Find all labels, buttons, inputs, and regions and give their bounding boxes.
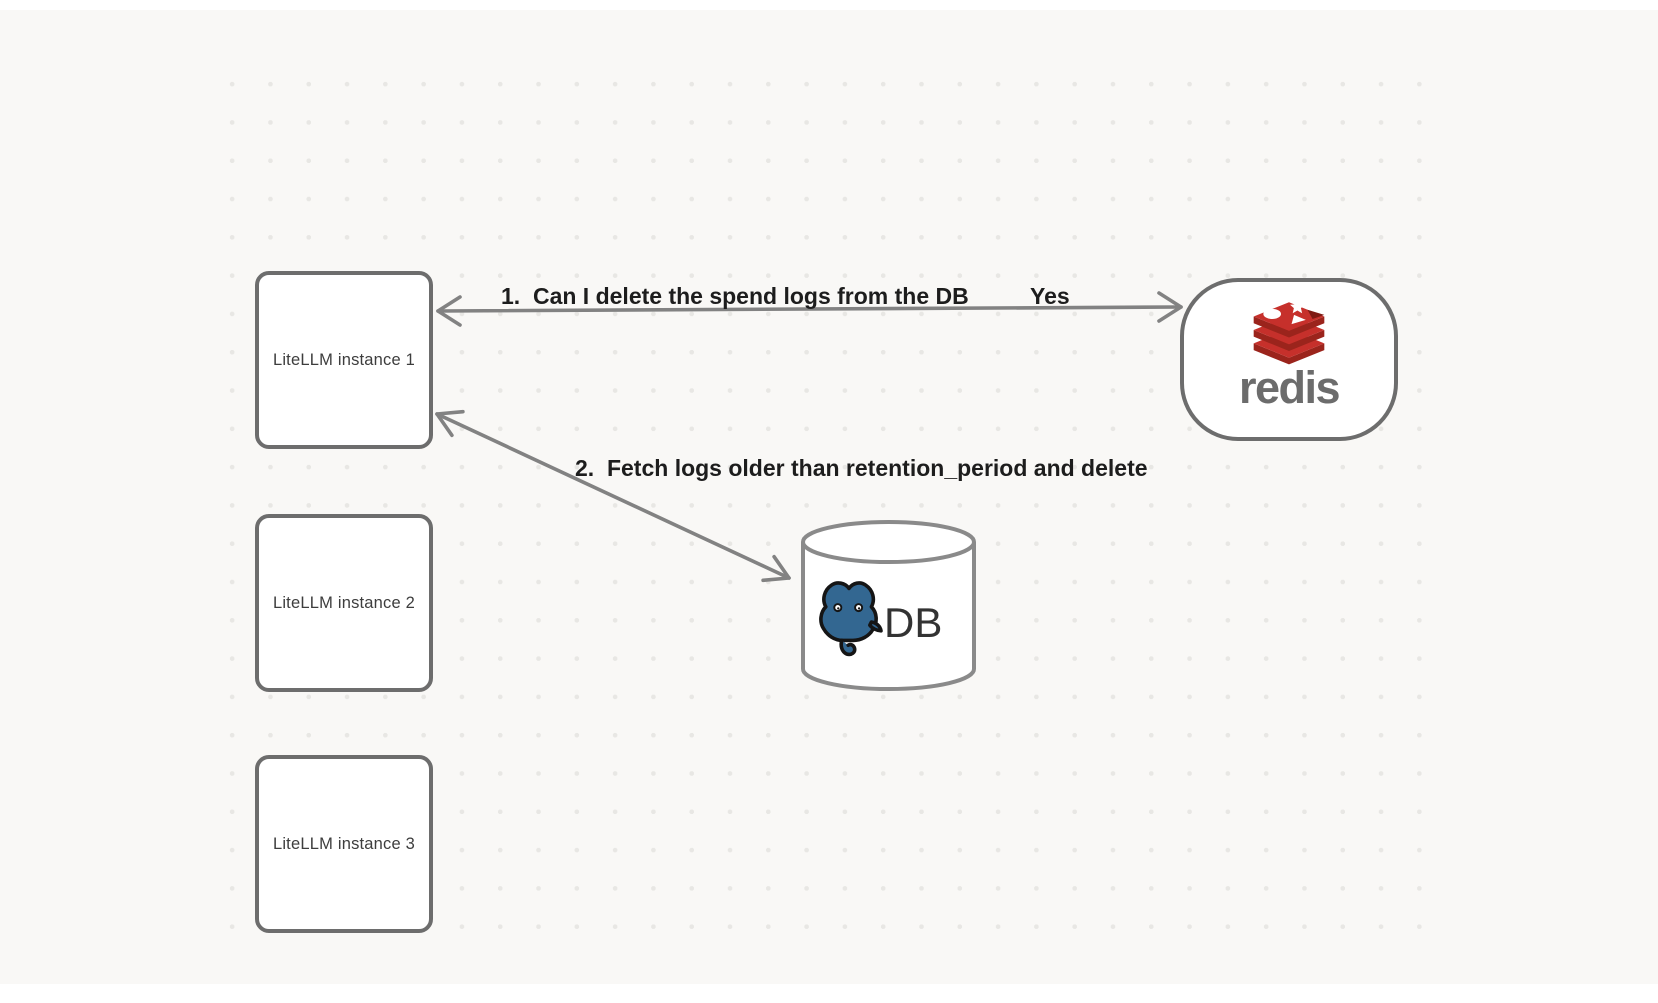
node-redis[interactable]: redis [1180,278,1398,441]
postgresql-elephant-icon [819,581,883,657]
arrow-2-label: 2. Fetch logs older than retention_perio… [575,455,1148,481]
node-litellm-instance-1[interactable]: LiteLLM instance 1 [255,271,433,449]
node-litellm-instance-2[interactable]: LiteLLM instance 2 [255,514,433,692]
node-litellm-instance-1-label: LiteLLM instance 1 [272,350,416,369]
arrow-litellm-db [435,409,791,583]
db-label: DB [884,599,943,646]
arrow-1-response-label: Yes [1030,283,1070,309]
redis-cube-icon [1253,299,1325,365]
node-litellm-instance-3[interactable]: LiteLLM instance 3 [255,755,433,933]
node-db[interactable]: DB [800,519,977,695]
arrow-1-label: 1. Can I delete the spend logs from the … [501,283,969,309]
node-litellm-instance-2-label: LiteLLM instance 2 [272,593,416,612]
top-margin [0,0,1658,10]
node-litellm-instance-3-label: LiteLLM instance 3 [272,834,416,853]
redis-wordmark: redis [1238,362,1341,413]
bottom-margin [0,984,1658,1003]
